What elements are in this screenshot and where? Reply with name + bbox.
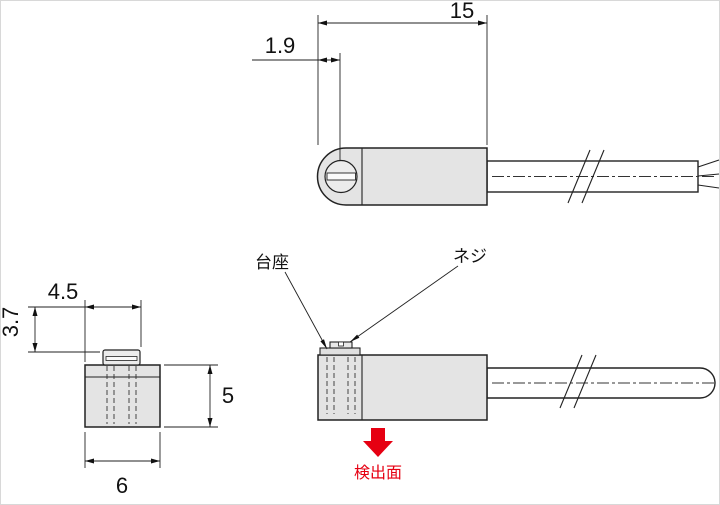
dimension-15: 15: [317, 0, 488, 145]
label-detection-face: 検出面: [354, 464, 402, 482]
arrowhead-right: [151, 458, 160, 464]
arrowhead-down: [32, 343, 38, 352]
leader-line: [284, 271, 328, 350]
arrowhead-down: [207, 418, 213, 427]
detection-face-indicator: 検出面: [354, 428, 402, 482]
leader-arrowhead: [350, 334, 360, 342]
dim-label-5: 5: [222, 383, 234, 408]
arrowhead-left: [85, 304, 94, 310]
dimension-3-7: 3.7: [0, 307, 100, 353]
sensor-body-side-view: [317, 341, 488, 421]
front-view: 4.5 3.7 5 6: [0, 279, 234, 498]
dim-label-4-5: 4.5: [48, 279, 79, 304]
cable-side-view: [486, 354, 717, 409]
sensor-body-front-view: [84, 349, 161, 428]
label-pedestal: 台座: [255, 253, 289, 272]
dim-label-1-9: 1.9: [265, 33, 296, 58]
wire-end-1: [697, 159, 720, 168]
sensor-body-outline: [317, 354, 488, 421]
arrowhead-left: [85, 458, 94, 464]
detection-arrow-head: [363, 441, 393, 457]
dimension-4-5: 4.5: [28, 279, 142, 362]
side-view: 台座 ネジ 検出面: [255, 247, 717, 482]
arrowhead-left: [318, 57, 327, 63]
callout-pedestal: 台座: [255, 253, 328, 350]
screw-slot-notch: [338, 341, 344, 347]
detection-arrow-stem: [371, 428, 385, 441]
arrowhead-right: [331, 57, 340, 63]
arrowhead-up: [32, 307, 38, 316]
break-mark-1: [559, 354, 583, 409]
pedestal-profile: [319, 347, 361, 356]
break-mark-2: [573, 354, 597, 409]
arrowhead-right: [478, 20, 487, 26]
sensor-body-top-view: [316, 147, 605, 206]
label-screw: ネジ: [453, 247, 487, 266]
dim-label-15: 15: [450, 0, 474, 23]
dim-label-3-7: 3.7: [0, 307, 23, 338]
sensor-body-outline: [84, 364, 161, 428]
cable-top-view: [486, 159, 720, 193]
dimension-1-9: 1.9: [252, 33, 341, 161]
break-mark-2: [581, 149, 605, 204]
arrowhead-left: [318, 20, 327, 26]
leader-arrowhead: [320, 339, 327, 349]
arrowhead-up: [207, 365, 213, 374]
break-mark-1: [567, 149, 591, 204]
top-view: 15 1.9: [252, 0, 720, 206]
dim-label-6: 6: [116, 473, 128, 498]
arrowhead-right: [132, 304, 141, 310]
dimension-5: 5: [164, 364, 234, 428]
sensor-body-outline: [316, 147, 488, 206]
callout-screw: ネジ: [349, 247, 487, 343]
leader-line: [349, 265, 459, 343]
dimension-6: 6: [84, 432, 161, 498]
wire-end-3: [697, 184, 720, 189]
screw-slot-front: [105, 356, 138, 361]
screw-slot: [326, 172, 356, 181]
wire-end-2: [697, 173, 720, 177]
